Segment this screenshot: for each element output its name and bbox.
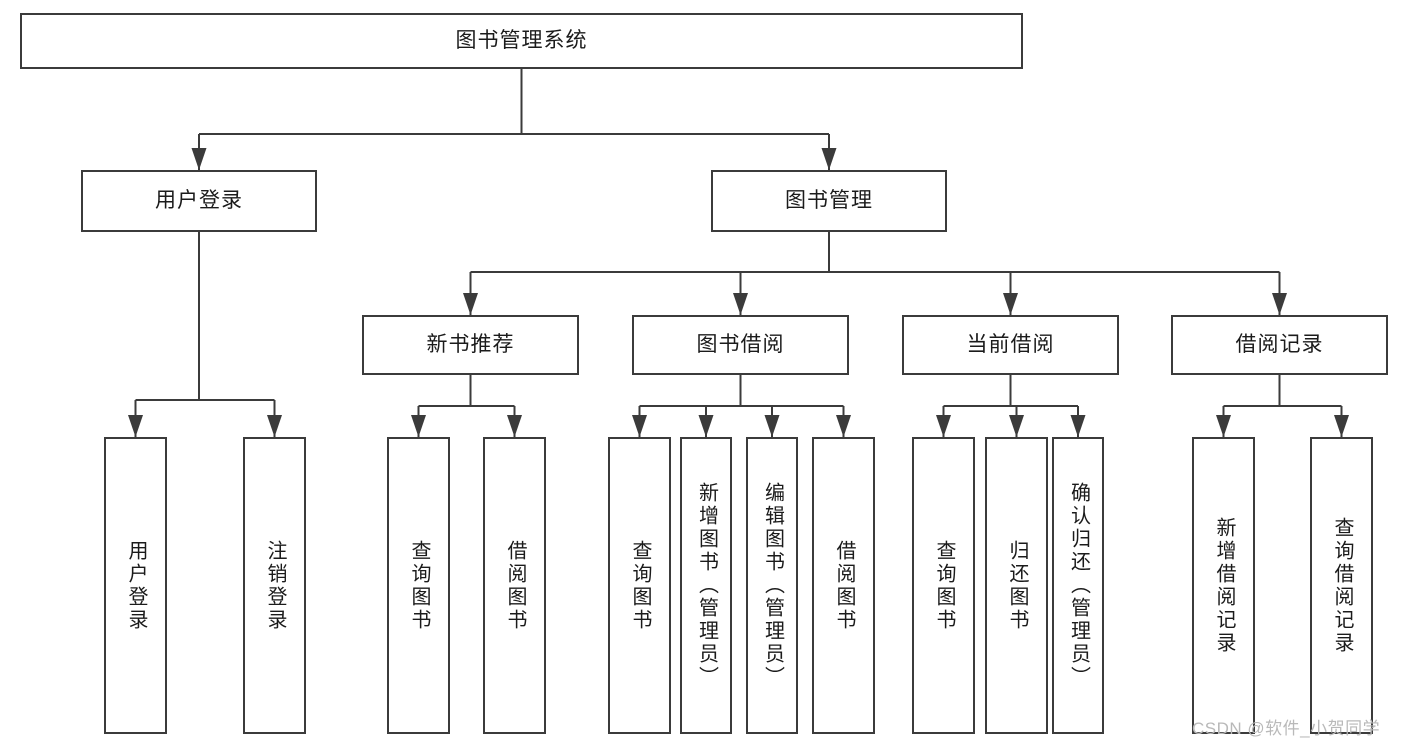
node-lf_7[interactable]: 借阅图书 — [812, 437, 875, 734]
node-lf_5[interactable]: 新增图书（管理员） — [680, 437, 732, 734]
node-label: 图书管理系统 — [455, 29, 588, 53]
arrowhead-0-0 — [191, 148, 207, 170]
arrowhead-2-3 — [1272, 293, 1287, 315]
arrowhead-0-1 — [821, 148, 837, 170]
node-label: 归还图书 — [1006, 539, 1028, 632]
arrowhead-2-0 — [463, 293, 478, 315]
node-lf_6[interactable]: 编辑图书（管理员） — [746, 437, 798, 734]
node-lf_2[interactable]: 查询图书 — [387, 437, 450, 734]
arrowhead-5-0 — [936, 415, 951, 437]
arrowhead-2-1 — [733, 293, 748, 315]
arrowhead-3-0 — [411, 415, 426, 437]
node-l3_3[interactable]: 借阅记录 — [1171, 315, 1388, 375]
node-l3_0[interactable]: 新书推荐 — [362, 315, 579, 375]
node-lf_8[interactable]: 查询图书 — [912, 437, 975, 734]
node-label: 确认归还（管理员） — [1067, 482, 1090, 689]
node-lf_10[interactable]: 确认归还（管理员） — [1052, 437, 1104, 734]
node-lf_9[interactable]: 归还图书 — [985, 437, 1048, 734]
node-label: 借阅记录 — [1235, 333, 1324, 357]
node-root[interactable]: 图书管理系统 — [20, 13, 1023, 69]
node-lf_4[interactable]: 查询图书 — [608, 437, 671, 734]
node-label: 查询借阅记录 — [1331, 516, 1353, 655]
csdn-watermark: CSDN @软件_小贺同学 — [1192, 719, 1381, 738]
arrowhead-1-1 — [267, 415, 282, 437]
arrowhead-4-1 — [698, 415, 714, 437]
node-label: 查询图书 — [408, 539, 430, 632]
arrowhead-2-2 — [1003, 293, 1018, 315]
node-label: 图书借阅 — [696, 333, 785, 357]
node-label: 新增借阅记录 — [1213, 516, 1235, 655]
node-lf_1[interactable]: 注销登录 — [243, 437, 306, 734]
arrowhead-3-1 — [507, 415, 522, 437]
node-label: 查询图书 — [629, 539, 651, 632]
node-lf_12[interactable]: 查询借阅记录 — [1310, 437, 1373, 734]
node-l2_1[interactable]: 图书管理 — [711, 170, 947, 232]
node-label: 借阅图书 — [504, 539, 526, 632]
node-l2_0[interactable]: 用户登录 — [81, 170, 317, 232]
arrowhead-6-0 — [1216, 415, 1231, 437]
arrowhead-4-0 — [632, 415, 647, 437]
node-label: 注销登录 — [264, 539, 286, 632]
arrowhead-4-2 — [764, 415, 780, 437]
arrowhead-1-0 — [128, 415, 143, 437]
node-label: 图书管理 — [785, 189, 873, 213]
arrowhead-4-3 — [836, 415, 851, 437]
node-lf_0[interactable]: 用户登录 — [104, 437, 167, 734]
node-label: 新增图书（管理员） — [695, 482, 718, 689]
node-label: 查询图书 — [933, 539, 955, 632]
node-lf_3[interactable]: 借阅图书 — [483, 437, 546, 734]
node-label: 借阅图书 — [833, 539, 855, 632]
node-label: 编辑图书（管理员） — [761, 482, 784, 689]
node-l3_1[interactable]: 图书借阅 — [632, 315, 849, 375]
arrowhead-5-1 — [1009, 415, 1024, 437]
node-label: 用户登录 — [155, 189, 243, 213]
node-l3_2[interactable]: 当前借阅 — [902, 315, 1119, 375]
node-label: 用户登录 — [125, 539, 147, 632]
node-label: 当前借阅 — [966, 333, 1055, 357]
node-lf_11[interactable]: 新增借阅记录 — [1192, 437, 1255, 734]
arrowhead-5-2 — [1070, 415, 1086, 437]
arrowhead-6-1 — [1334, 415, 1349, 437]
node-label: 新书推荐 — [426, 333, 515, 357]
